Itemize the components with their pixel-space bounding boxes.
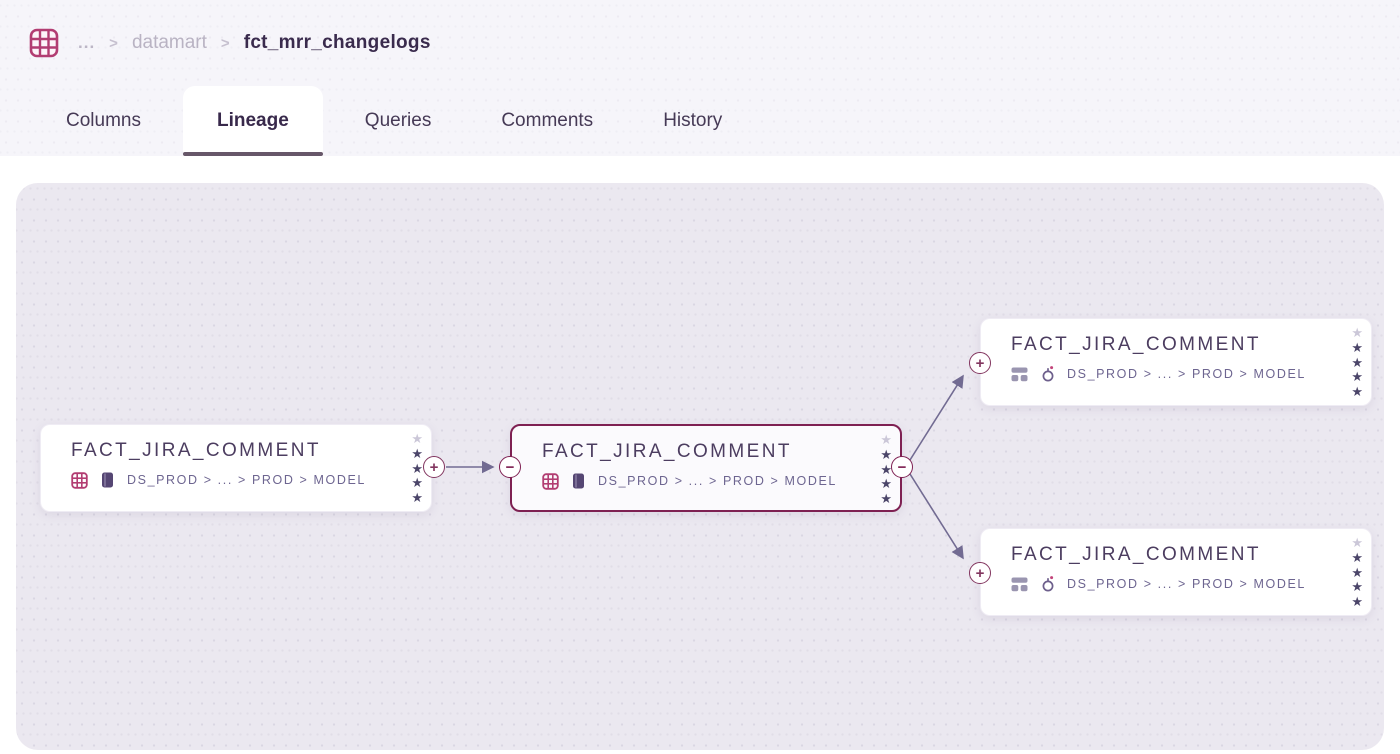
popularity-stars: ★ ★ ★ ★ ★ <box>411 431 423 506</box>
breadcrumb-current: fct_mrr_changelogs <box>243 32 431 53</box>
node-path: DS_PROD > ... > PROD > MODEL <box>1067 577 1306 591</box>
blocks-icon <box>1011 577 1029 592</box>
popularity-stars: ★ ★ ★ ★ ★ <box>880 432 892 507</box>
tab-queries[interactable]: Queries <box>364 110 432 131</box>
star-icon: ★ <box>1351 369 1363 385</box>
node-path: DS_PROD > ... > PROD > MODEL <box>1067 367 1306 381</box>
lineage-canvas[interactable]: FACT_JIRA_COMMENT DS_PROD > ... > PROD >… <box>16 183 1384 750</box>
star-icon: ★ <box>411 475 423 491</box>
expand-upstream-button[interactable]: + <box>423 456 445 478</box>
lineage-node-downstream-top[interactable]: FACT_JIRA_COMMENT DS_PROD > ... > PROD >… <box>980 318 1372 406</box>
star-icon: ★ <box>880 461 892 477</box>
chevron-right-icon: > <box>220 34 230 52</box>
star-icon: ★ <box>1351 535 1363 550</box>
star-icon: ★ <box>1351 354 1363 370</box>
tab-lineage[interactable]: Lineage <box>182 86 323 156</box>
lineage-node-upstream[interactable]: FACT_JIRA_COMMENT DS_PROD > ... > PROD >… <box>40 424 432 512</box>
star-icon: ★ <box>1351 594 1363 610</box>
star-icon: ★ <box>880 476 892 492</box>
star-icon: ★ <box>1351 384 1363 400</box>
node-path: DS_PROD > ... > PROD > MODEL <box>127 473 366 487</box>
table-grid-icon <box>71 471 88 489</box>
top-bar: ... > datamart > fct_mrr_changelogs Colu… <box>0 0 1400 156</box>
collapse-right-button[interactable]: − <box>891 456 913 478</box>
breadcrumb-ellipsis[interactable]: ... <box>78 33 96 52</box>
blocks-icon <box>1011 367 1029 382</box>
node-title: FACT_JIRA_COMMENT <box>71 440 321 461</box>
lineage-node-selected[interactable]: FACT_JIRA_COMMENT DS_PROD > ... > PROD >… <box>510 424 902 512</box>
star-icon: ★ <box>1351 339 1363 355</box>
divider-band <box>0 156 1400 183</box>
star-icon: ★ <box>411 431 423 446</box>
tab-comments[interactable]: Comments <box>501 110 594 131</box>
ring-icon <box>1040 365 1056 383</box>
lineage-edges <box>446 374 964 560</box>
package-icon <box>99 471 116 489</box>
tab-history[interactable]: History <box>663 110 723 131</box>
ring-icon <box>1040 575 1056 593</box>
collapse-left-button[interactable]: − <box>499 456 521 478</box>
tab-bar: Columns Lineage Queries Comments History <box>0 86 1400 156</box>
star-icon: ★ <box>880 446 892 462</box>
table-grid-icon <box>542 472 559 490</box>
expand-downstream-bottom-button[interactable]: + <box>969 562 991 584</box>
popularity-stars: ★ ★ ★ ★ ★ <box>1351 535 1363 610</box>
breadcrumb: ... > datamart > fct_mrr_changelogs <box>0 0 1400 86</box>
breadcrumb-parent[interactable]: datamart <box>131 32 207 53</box>
expand-downstream-top-button[interactable]: + <box>969 352 991 374</box>
table-grid-icon <box>28 27 60 59</box>
star-icon: ★ <box>1351 325 1363 340</box>
node-path: DS_PROD > ... > PROD > MODEL <box>598 474 837 488</box>
tab-columns[interactable]: Columns <box>66 110 141 131</box>
node-title: FACT_JIRA_COMMENT <box>1011 544 1261 565</box>
star-icon: ★ <box>1351 549 1363 565</box>
star-icon: ★ <box>411 460 423 476</box>
node-title: FACT_JIRA_COMMENT <box>542 441 792 462</box>
star-icon: ★ <box>1351 564 1363 580</box>
star-icon: ★ <box>411 490 423 506</box>
package-icon <box>570 472 587 490</box>
star-icon: ★ <box>411 445 423 461</box>
star-icon: ★ <box>880 491 892 507</box>
node-title: FACT_JIRA_COMMENT <box>1011 334 1261 355</box>
popularity-stars: ★ ★ ★ ★ ★ <box>1351 325 1363 400</box>
star-icon: ★ <box>1351 579 1363 595</box>
chevron-right-icon: > <box>109 34 118 52</box>
lineage-node-downstream-bottom[interactable]: FACT_JIRA_COMMENT DS_PROD > ... > PROD >… <box>980 528 1372 616</box>
star-icon: ★ <box>880 432 892 447</box>
